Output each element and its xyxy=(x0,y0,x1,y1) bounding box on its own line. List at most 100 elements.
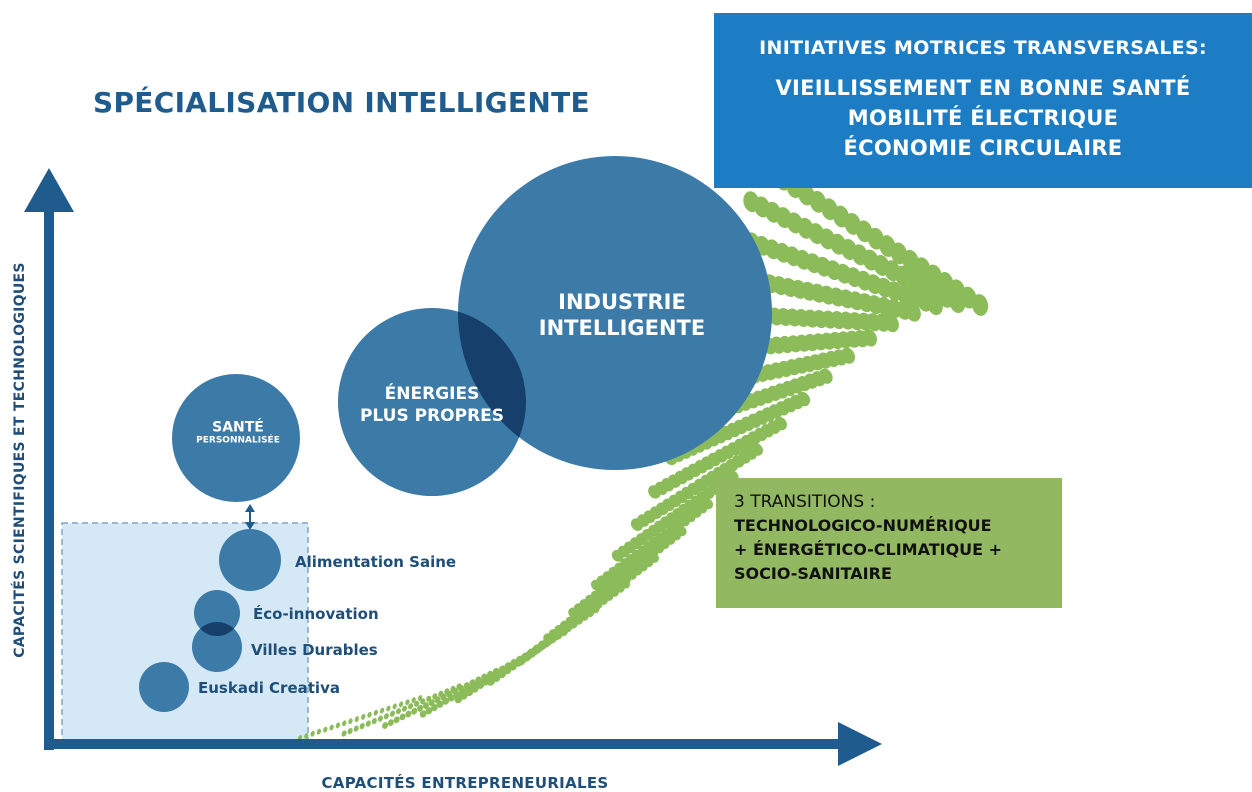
transition-dot xyxy=(398,701,404,708)
transition-dot xyxy=(377,715,383,722)
transition-dot xyxy=(310,730,315,737)
initiatives-heading: INITIATIVES MOTRICES TRANSVERSALES: xyxy=(759,37,1207,59)
transition-dot xyxy=(414,700,420,707)
transition-dot xyxy=(408,703,414,710)
transition-dot xyxy=(304,732,309,739)
transition-dot xyxy=(354,716,359,723)
transition-dot xyxy=(401,705,408,712)
bubble-eco-villes-overlap xyxy=(200,622,234,636)
transition-dot xyxy=(676,525,687,537)
x-axis-label: CAPACITÉS ENTREPRENEURIALES xyxy=(321,774,609,792)
connector-arrow-down xyxy=(245,522,255,530)
transition-dot xyxy=(341,730,347,737)
transition-dot xyxy=(353,725,359,732)
initiative-item: VIEILLISSEMENT EN BONNE SANTÉ xyxy=(775,76,1191,100)
label-industrie-intelligente: INDUSTRIE INTELLIGENTE xyxy=(538,290,706,340)
transition-dot xyxy=(347,728,353,735)
label-euskadi-creativa: Euskadi Creativa xyxy=(198,679,340,697)
transition-dot xyxy=(949,292,966,314)
transition-dot xyxy=(323,726,328,733)
transition-dot xyxy=(971,294,989,316)
transition-dot xyxy=(432,693,438,700)
y-axis-arrowhead xyxy=(24,168,74,212)
transition-line: SOCIO-SANITAIRE xyxy=(734,564,892,583)
transition-dot xyxy=(395,708,402,715)
transition-dot xyxy=(431,703,438,712)
label-villes-durables: Villes Durables xyxy=(251,641,378,659)
transition-dot xyxy=(463,682,470,689)
y-axis-line xyxy=(44,205,54,750)
transition-dot xyxy=(543,638,552,647)
transition-line: + ÉNERGÉTICO-CLIMATIQUE + xyxy=(734,540,1003,559)
transition-dot xyxy=(774,416,787,431)
initiative-item: ÉCONOMIE CIRCULAIRE xyxy=(843,136,1123,160)
transition-dot xyxy=(367,711,372,718)
transition-dot xyxy=(620,579,631,589)
transition-dot xyxy=(862,329,877,347)
transition-dot xyxy=(927,295,943,316)
transition-dot xyxy=(796,391,811,407)
label-eco-innovation: Éco-innovation xyxy=(253,605,379,623)
transition-dot xyxy=(386,705,391,712)
transition-dot xyxy=(492,667,499,675)
transition-dot xyxy=(373,709,378,716)
label-energies-plus-propres: ÉNERGIES PLUS PROPRES xyxy=(359,384,505,426)
transition-dot xyxy=(481,673,488,681)
transition-dot xyxy=(456,683,462,690)
transition-dot xyxy=(469,679,476,686)
transitions-box: 3 TRANSITIONS : TECHNOLOGICO-NUMÉRIQUE +… xyxy=(716,478,1062,608)
transition-dot xyxy=(554,631,563,640)
transition-dot xyxy=(387,719,394,726)
transition-dot xyxy=(361,713,366,720)
transition-dot xyxy=(393,716,400,724)
bubble-euskadi-creativa xyxy=(139,662,189,712)
transition-dot xyxy=(521,652,529,660)
transition-dot xyxy=(417,704,424,712)
transition-dot xyxy=(417,695,423,701)
transition-dot xyxy=(516,655,523,664)
page-title: SPÉCIALISATION INTELLIGENTE xyxy=(93,86,590,119)
transition-dot xyxy=(591,604,600,614)
x-axis-arrowhead xyxy=(838,722,882,766)
transition-dot xyxy=(560,628,568,637)
transition-dot xyxy=(342,720,347,727)
label-sante-personnalisee: SANTÉ PERSONNALISÉE xyxy=(196,419,280,446)
transition-dot xyxy=(405,710,412,718)
transition-dot xyxy=(884,314,899,333)
bubble-sante-personnalisee xyxy=(172,374,300,502)
transition-dot xyxy=(399,713,406,721)
x-axis-line xyxy=(44,739,844,749)
transition-dot xyxy=(438,690,444,697)
bubble-villes-durables xyxy=(192,622,242,672)
transition-dot xyxy=(450,685,456,692)
transition-dot xyxy=(379,707,385,714)
transition-dot xyxy=(444,688,450,695)
transition-dot xyxy=(428,699,435,706)
transition-dot xyxy=(365,720,371,727)
transition-dot xyxy=(335,722,341,729)
initiative-item: MOBILITÉ ÉLECTRIQUE xyxy=(847,106,1119,130)
transition-dot xyxy=(537,642,546,651)
transition-dot xyxy=(422,702,429,709)
transition-dot xyxy=(411,697,416,704)
transition-dot xyxy=(532,645,540,654)
transition-dot xyxy=(510,658,518,667)
transition-dot xyxy=(527,649,535,657)
bubble-eco-innovation xyxy=(194,590,240,636)
transition-dot xyxy=(316,728,322,735)
bubble-overlap xyxy=(458,311,526,438)
transition-dot xyxy=(486,670,494,678)
transition-dot xyxy=(426,695,432,702)
transition-dot xyxy=(329,724,334,731)
transition-dot xyxy=(549,635,557,644)
connector-arrow-up xyxy=(245,504,255,512)
transition-dot xyxy=(371,718,377,725)
transition-dot xyxy=(411,707,418,715)
transition-dot xyxy=(389,710,396,717)
transition-dot xyxy=(499,665,506,673)
transition-dot xyxy=(392,703,397,710)
transition-dot xyxy=(905,302,921,322)
transition-dot xyxy=(405,699,410,706)
transition-dot xyxy=(649,553,659,563)
